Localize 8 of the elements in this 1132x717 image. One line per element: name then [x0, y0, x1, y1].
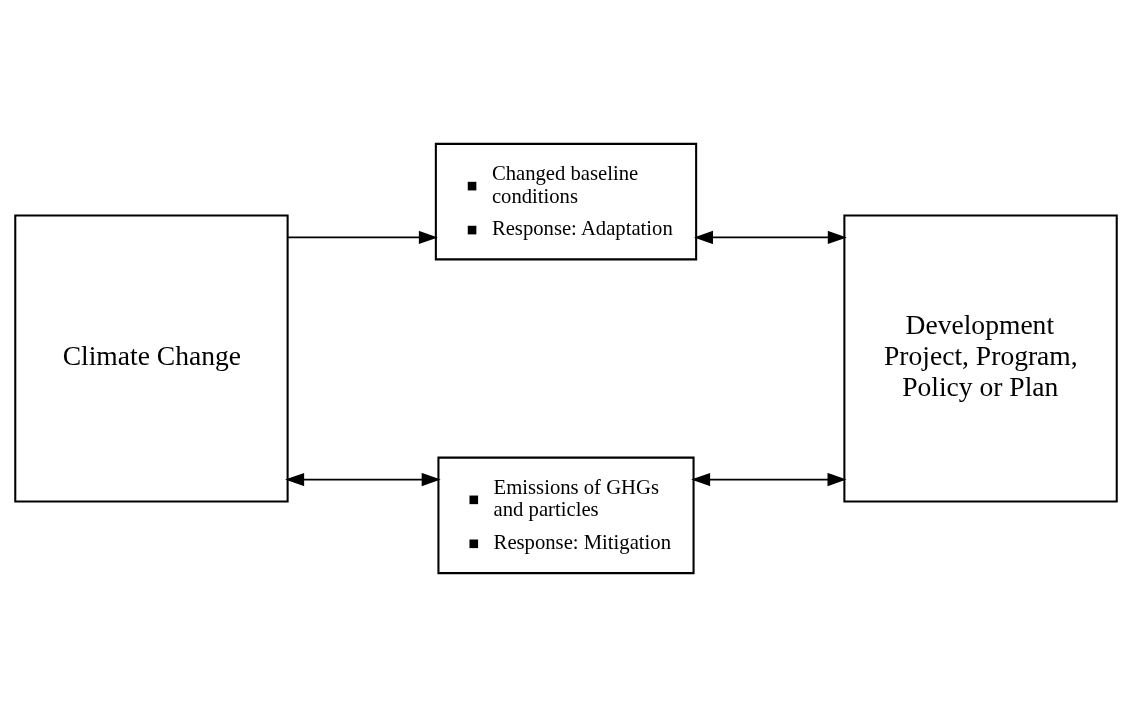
node-box: Climate Change [14, 214, 289, 503]
arrow [694, 230, 847, 245]
node-box: Changed baseline conditions Response: Adaptation [434, 142, 698, 261]
arrow [691, 472, 847, 487]
node-box: Development Project, Program, Policy or Plan [843, 214, 1118, 503]
arrow [285, 472, 441, 487]
node-box: Emissions of GHGs and particles Response: Mitigation [437, 456, 695, 575]
arrow [286, 230, 438, 245]
